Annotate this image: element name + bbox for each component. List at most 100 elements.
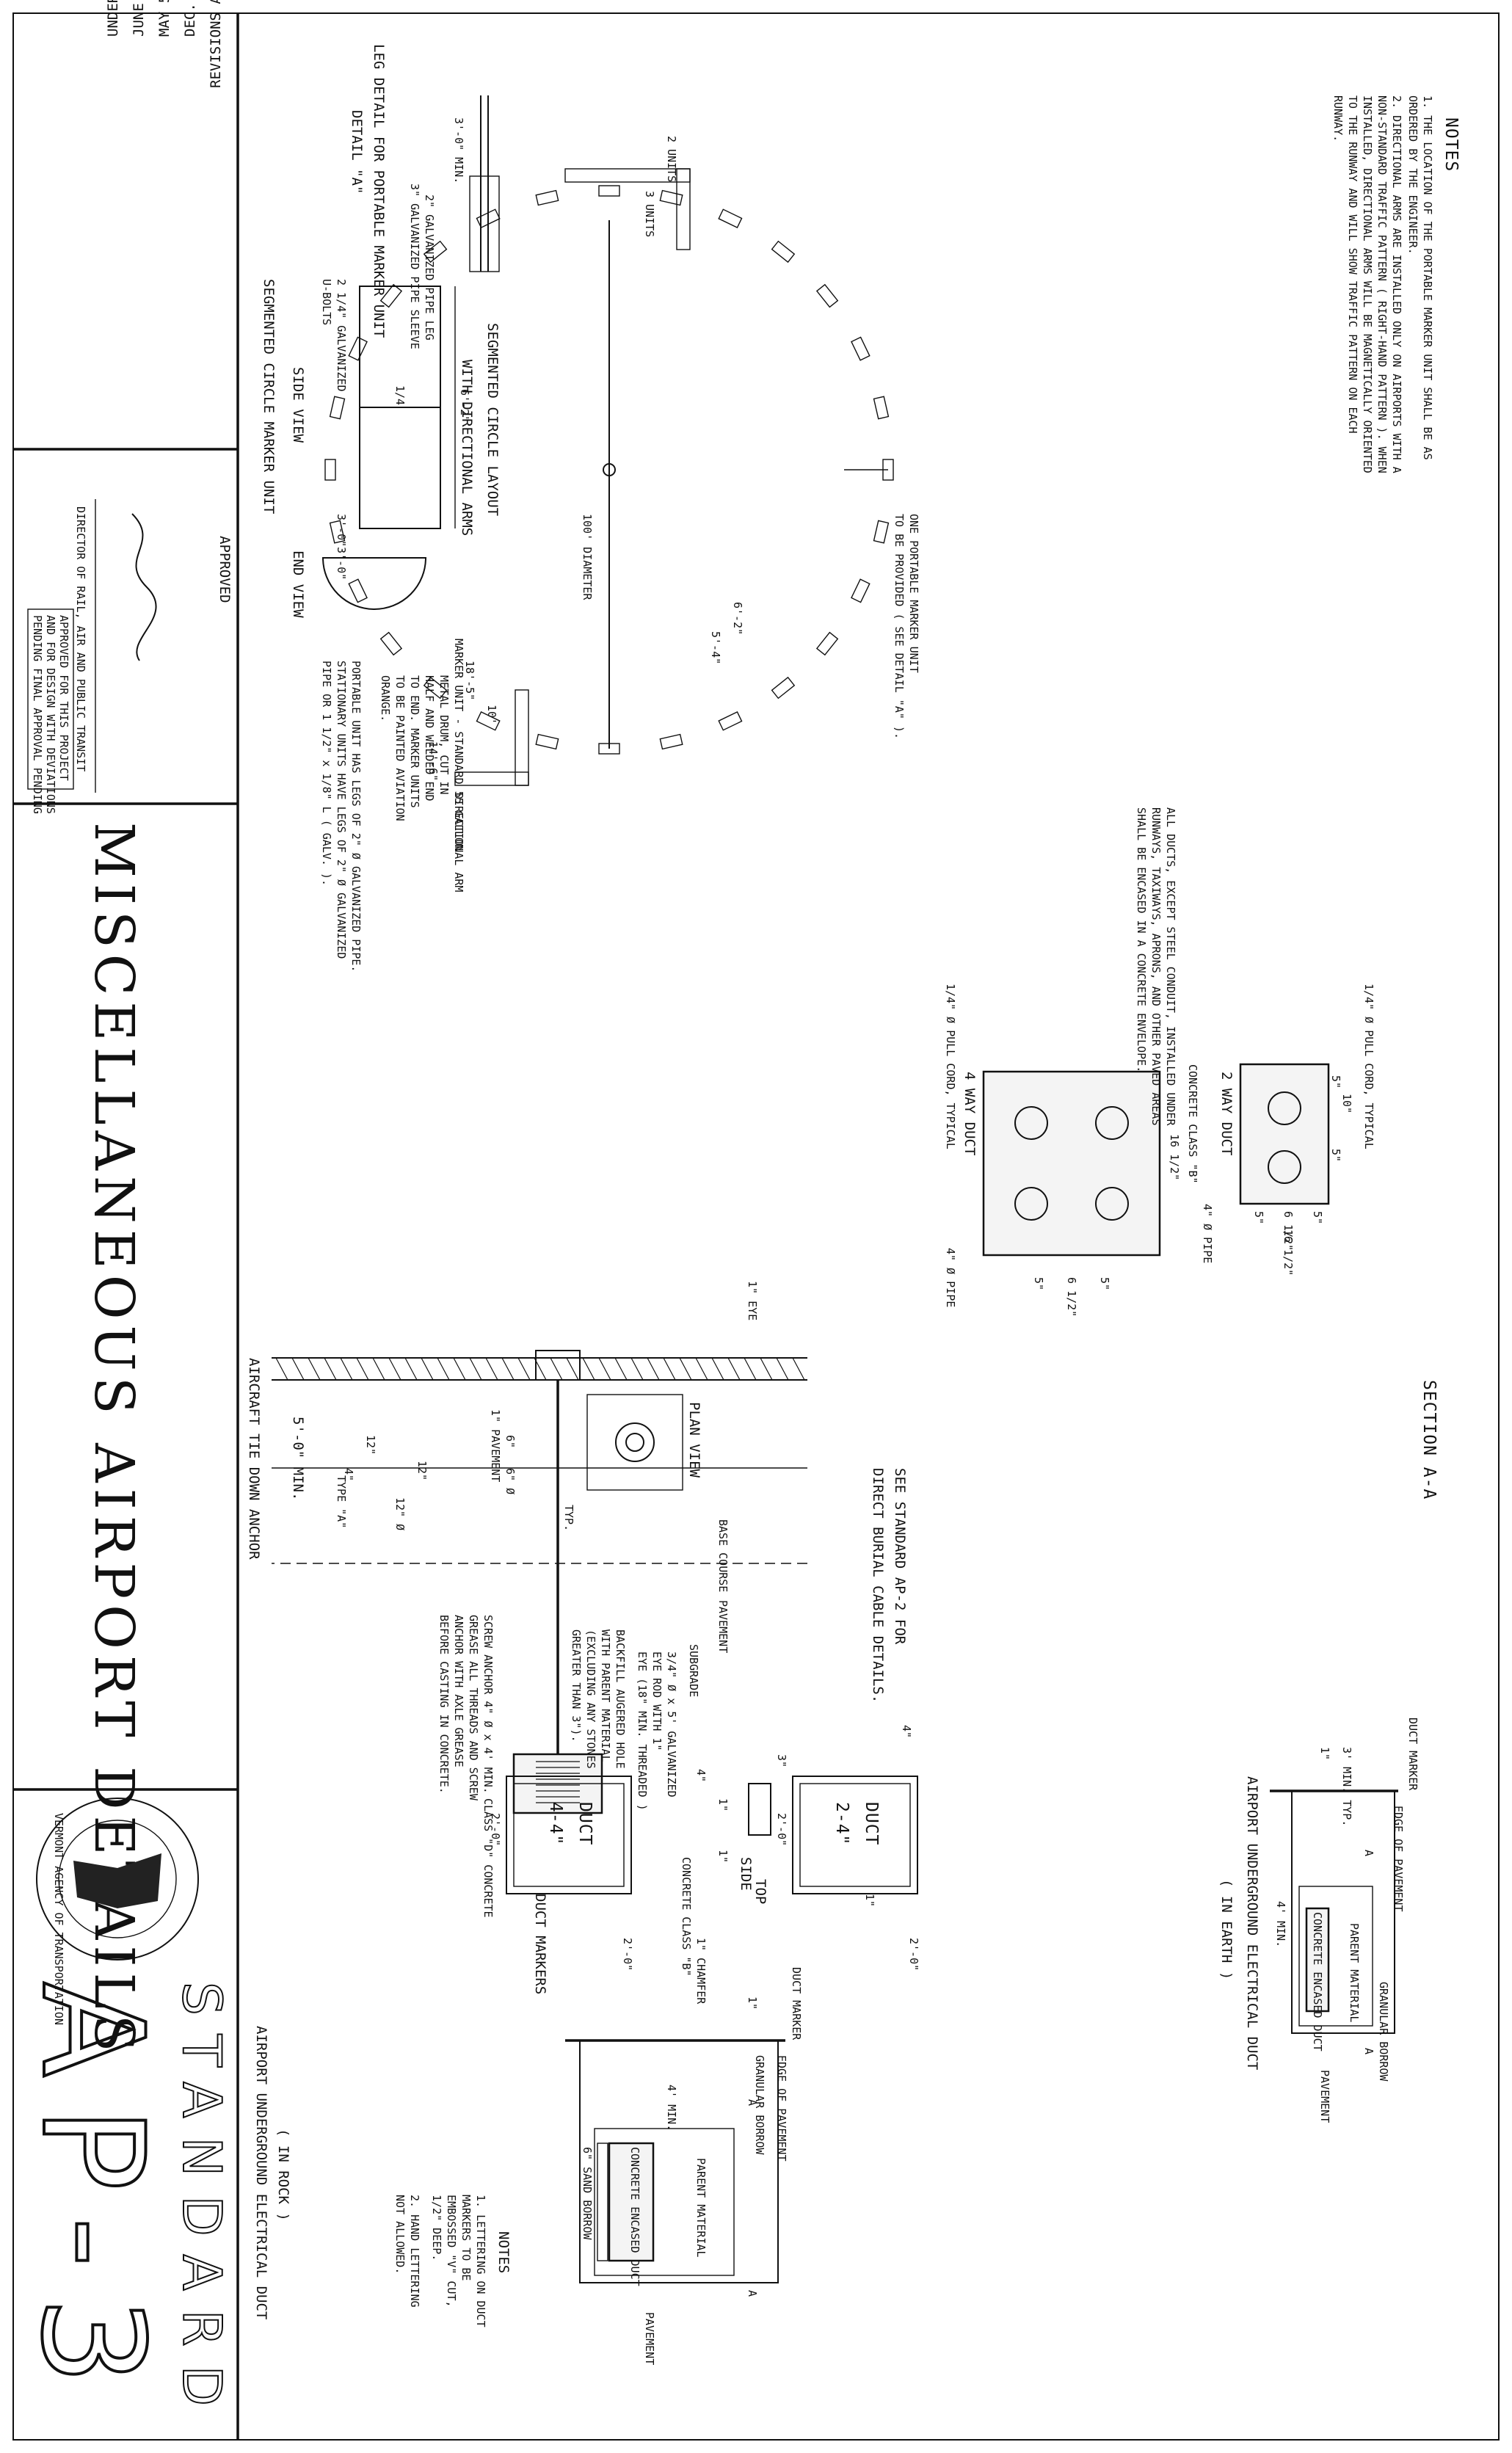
section-a-a: SECTION A-A 10" 5" 5" 16 1/2" 5" 6 1/2" …	[944, 807, 1439, 1500]
earth-granular-label: GRANULAR BORROW	[1377, 1982, 1390, 2082]
end-view-dim-2: 3'-0"	[335, 547, 348, 580]
tie-dim-6dia: 6" Ø	[504, 1468, 517, 1494]
dm-dim-1c: 1"	[716, 1798, 730, 1811]
dm-note-3: EMBOSSED "V" CUT,	[445, 2195, 458, 2308]
revision-line-4: UNDER NEW SIGNATURES.	[105, 0, 121, 37]
circle-marker-unit	[423, 676, 448, 699]
pavement-hatch-line	[453, 1357, 466, 1381]
plan-view-label: PLAN VIEW	[686, 1402, 702, 1478]
two-way-dim-5d: 5"	[1252, 1211, 1265, 1224]
rock-sand-label: 6" SAND BORROW	[581, 2147, 594, 2240]
circle-marker-unit	[771, 240, 796, 264]
backfill-note-3: (EXCLUDING ANY STONES	[584, 1629, 597, 1769]
earth-pavement-label: PAVEMENT	[1318, 2070, 1331, 2123]
encase-note-3: SHALL BE ENCASED IN A CONCRETE ENVELOPE.	[1135, 807, 1148, 1072]
tie-dim-typ: TYP.	[562, 1505, 575, 1531]
earth-duct-marker-label: DUCT MARKER	[1406, 1718, 1420, 1791]
dm-note-4: 1/2" DEEP.	[430, 2195, 443, 2261]
tie-dim-pavement: 1" PAVEMENT	[489, 1409, 502, 1482]
circle-marker-unit	[423, 240, 448, 264]
circle-marker-unit	[348, 336, 368, 361]
pavement-hatch-line	[437, 1357, 450, 1381]
dim-18ft5: 18'-5"	[463, 661, 476, 700]
pipe-leg-label: 2" GALVANIZED PIPE LEG	[423, 195, 436, 341]
circle-marker-unit	[659, 189, 683, 206]
dm-dim-3: 3"	[775, 1754, 788, 1767]
dm-dim-4a: 4"	[900, 1725, 913, 1738]
stamp-line-2: AND FOR DESIGN WITH DEVIATIONS	[44, 615, 57, 814]
rock-pavement-label: PAVEMENT	[643, 2312, 656, 2365]
pavement-hatch-line	[517, 1357, 531, 1381]
directional-arm-label: DIRECTIONAL ARM	[452, 793, 465, 892]
rock-subtitle: ( IN ROCK )	[275, 2129, 291, 2221]
tie-down-min: 5'-0" MIN.	[290, 1417, 306, 1500]
duct-in-earth: EDGE OF PAVEMENT DUCT MARKER 3' MIN. TYP…	[1218, 1718, 1420, 2123]
outer-border	[12, 12, 1500, 2441]
pavement-hatch-line	[760, 1357, 773, 1381]
earth-dim-1: 1"	[1318, 1747, 1331, 1760]
marker-note-3: HALF AND WELDED END	[423, 675, 436, 802]
dim-3-units: 3 UNITS	[643, 191, 656, 237]
duct-marker-two-word: DUCT	[575, 1802, 595, 1845]
arm-right-vertical	[454, 771, 529, 786]
ubolt-label-2: U-BOLTS	[320, 279, 333, 325]
pavement-hatch-line	[582, 1357, 595, 1381]
duct-marker-top	[792, 1776, 918, 1894]
circle-marker-unit	[659, 733, 683, 750]
earth-title: AIRPORT UNDERGROUND ELECTRICAL DUCT	[1244, 1776, 1260, 2070]
pavement-hatch-line	[598, 1357, 611, 1381]
duct-marker-two	[506, 1776, 632, 1894]
portable-leg-note-2: STATIONARY UNITS HAVE LEGS OF 2" Ø GALVA…	[335, 661, 348, 959]
pipe-label-2: 4" Ø PIPE	[1201, 1204, 1214, 1263]
dm-note-2: MARKERS TO BE	[459, 2195, 473, 2281]
revision-line-1: DEC. 15, 1981 - ORIGINAL APPROVAL DATE	[182, 0, 198, 37]
dm-dim-1a: 1"	[863, 1894, 876, 1907]
dm-dim-top-height: 2'-0"	[775, 1813, 788, 1846]
rock-edge-label: EDGE OF PAVEMENT	[775, 2055, 788, 2162]
rock-sand-borrow	[597, 2143, 608, 2261]
two-way-dim-height: 16 1/2"	[1282, 1229, 1295, 1276]
pipe-sleeve	[469, 175, 500, 272]
duct-marker-top-label: TOP	[752, 1879, 768, 1904]
directional-arm-right: 10' 18'-5" 14'-6" DIRECTIONAL ARM	[426, 661, 529, 892]
drum-length-label: 6'-2"	[458, 389, 471, 422]
plan-view-ring-inner	[625, 1433, 644, 1452]
four-way-dim-65: 6 1/2"	[1065, 1277, 1078, 1317]
concrete-class-label: CONCRETE CLASS "B"	[1186, 1064, 1199, 1184]
circle-marker-unit	[815, 631, 839, 656]
end-view-half-drum	[321, 557, 427, 610]
marker-note-2: METAL DRUM, CUT IN	[437, 675, 451, 795]
pavement-hatch-line	[566, 1357, 579, 1381]
two-way-dim-65: 6 1/2"	[1282, 1211, 1295, 1251]
earth-a-left: A	[1362, 1850, 1375, 1856]
four-way-dim-5a: 5"	[1098, 1277, 1111, 1290]
dm-dim-4b: 4"	[694, 1769, 708, 1782]
circle-marker-unit	[718, 711, 743, 731]
two-way-duct-pipe-2	[1268, 1150, 1301, 1184]
four-way-dim-width: 16 1/2"	[1168, 1134, 1181, 1180]
pavement-hatch-line	[630, 1357, 644, 1381]
pavement-hatch-line	[711, 1357, 724, 1381]
screw-note-3: ANCHOR WITH AXLE GREASE	[452, 1615, 465, 1767]
revisions-heading: REVISIONS AND CORRECTIONS	[208, 0, 224, 88]
pavement-hatch-line	[324, 1357, 337, 1381]
notes-heading: NOTES	[1442, 117, 1461, 172]
circle-marker-unit	[815, 283, 839, 308]
earth-encased-duct	[1305, 1907, 1330, 2013]
class-d-label: CLASS "D" CONCRETE	[481, 1798, 495, 1918]
anchor-eye-housing	[535, 1350, 581, 1381]
backfill-note-2: WITH PARENT MATERIAL	[599, 1629, 612, 1762]
marker-unit-title: SEGMENTED CIRCLE MARKER UNIT	[261, 279, 277, 514]
leg-detail-title: LEG DETAIL FOR PORTABLE MARKER UNIT	[371, 44, 387, 338]
rock-encased-label: CONCRETE ENCASED DUCT	[628, 2147, 641, 2286]
pavement-hatch-line	[421, 1357, 434, 1381]
directional-arm-left: 2 UNITS 3 UNITS	[564, 136, 691, 250]
director-title: DIRECTOR OF RAIL, AIR AND PUBLIC TRANSIT	[74, 506, 87, 771]
arm-left-horizontal	[676, 168, 691, 250]
circle-marker-unit	[324, 459, 336, 481]
eye-label: 1" EYE	[746, 1281, 759, 1320]
portable-note-2: TO BE PROVIDED ( SEE DETAIL "A" ).	[893, 514, 906, 739]
pavement-hatch-line	[727, 1357, 741, 1381]
